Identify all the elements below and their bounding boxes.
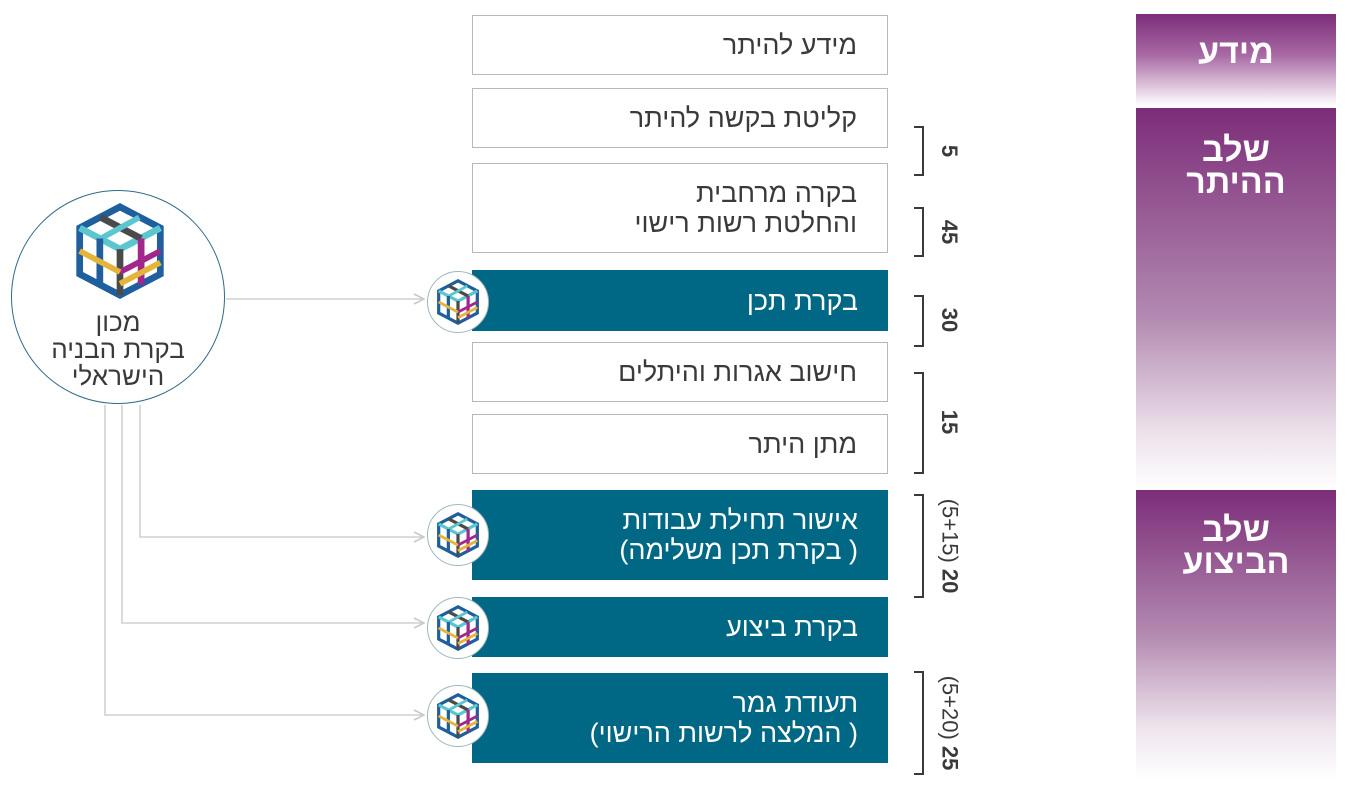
bracket-25 <box>914 671 924 775</box>
institute-badge-completion <box>427 685 489 747</box>
step-label: מידע להיתר <box>722 30 857 60</box>
step-application-intake: קליטת בקשה להיתר <box>472 88 888 148</box>
step-execution-review: בקרת ביצוע <box>472 597 888 657</box>
day-count-30: 30 <box>934 295 964 345</box>
phase-info-label: מידע <box>1198 33 1274 71</box>
step-label-line2: ( בקרת תכן משלימה) <box>619 535 858 565</box>
step-label-line2: והחלטת רשות רישוי <box>634 208 857 238</box>
phase-permit-label: שלב ההיתר <box>1136 108 1336 201</box>
day-count-5: 5 <box>934 126 964 176</box>
cube-logo-icon <box>437 279 479 325</box>
day-count-value: 5 <box>937 144 962 158</box>
step-label: קליטת בקשה להיתר <box>629 103 857 133</box>
day-count-detail: (5+20) <box>937 675 963 740</box>
arrow-to-work-start <box>139 405 424 537</box>
day-count-value: 15 <box>936 409 962 435</box>
phase-permit-bar: שלב ההיתר <box>1136 108 1336 490</box>
step-label: בקרה מרחבית <box>696 178 857 208</box>
bracket-45 <box>914 207 924 257</box>
institute-name: מכון בקרת הבניה הישראלי <box>12 309 224 390</box>
phase-execution-bar: שלב הביצוע <box>1136 490 1336 780</box>
step-spatial-review: בקרה מרחבית והחלטת רשות רישוי <box>472 163 888 253</box>
day-count-20: 20 (5+15) <box>934 494 964 598</box>
day-count-value: 30 <box>936 307 962 333</box>
step-label: מתן היתר <box>748 429 857 459</box>
step-label: אישור תחילת עבודות <box>622 505 859 535</box>
phase-execution-line2: הביצוע <box>1182 543 1290 581</box>
cube-logo-icon <box>437 512 479 558</box>
institute-name-line2: בקרת הבניה <box>51 334 185 364</box>
step-permit-info: מידע להיתר <box>472 15 888 75</box>
day-count-value: 45 <box>936 219 962 245</box>
phase-execution-line1: שלב <box>1202 511 1270 549</box>
arrow-to-execution-review <box>121 405 424 623</box>
step-fees-calculation: חישוב אגרות והיתלים <box>472 342 888 402</box>
day-count-45: 45 <box>934 207 964 257</box>
institute-circle: מכון בקרת הבניה הישראלי <box>11 190 225 404</box>
bracket-15 <box>914 372 924 474</box>
step-label: בקרת ביצוע <box>726 612 858 642</box>
step-label: בקרת תכן <box>746 285 858 316</box>
cube-logo-icon <box>437 693 479 739</box>
step-completion-certificate: תעודת גמר ( המלצה לרשות הרישוי) <box>472 673 888 763</box>
step-design-review: בקרת תכן <box>472 270 888 331</box>
institute-badge-work-start <box>427 504 489 566</box>
day-count-15: 15 <box>934 372 964 472</box>
step-permit-issue: מתן היתר <box>472 414 888 474</box>
step-work-start-approval: אישור תחילת עבודות ( בקרת תכן משלימה) <box>472 490 888 580</box>
bracket-30 <box>914 295 924 347</box>
day-count-25: 25 (5+20) <box>934 671 964 775</box>
institute-badge-design-review <box>427 271 489 333</box>
step-label-line2: ( המלצה לרשות הרישוי) <box>589 718 858 748</box>
bracket-5 <box>914 126 924 176</box>
bracket-20 <box>914 494 924 598</box>
step-label: חישוב אגרות והיתלים <box>618 357 857 387</box>
phase-info-bar: מידע <box>1136 14 1336 106</box>
day-count-detail: (5+15) <box>937 498 963 563</box>
institute-name-line3: הישראלי <box>71 361 165 391</box>
phase-permit-line1: שלב <box>1202 131 1270 169</box>
institute-badge-execution-review <box>427 597 489 659</box>
day-count-value: 25 <box>937 745 963 771</box>
cube-logo-icon <box>72 203 168 299</box>
phase-permit-line2: ההיתר <box>1186 163 1286 201</box>
day-count-value: 20 <box>937 568 963 594</box>
institute-name-line1: מכון <box>95 307 141 337</box>
arrow-to-completion <box>104 405 424 715</box>
cube-logo-icon <box>437 605 479 651</box>
step-label: תעודת גמר <box>732 688 858 718</box>
phase-execution-label: שלב הביצוע <box>1136 490 1336 581</box>
